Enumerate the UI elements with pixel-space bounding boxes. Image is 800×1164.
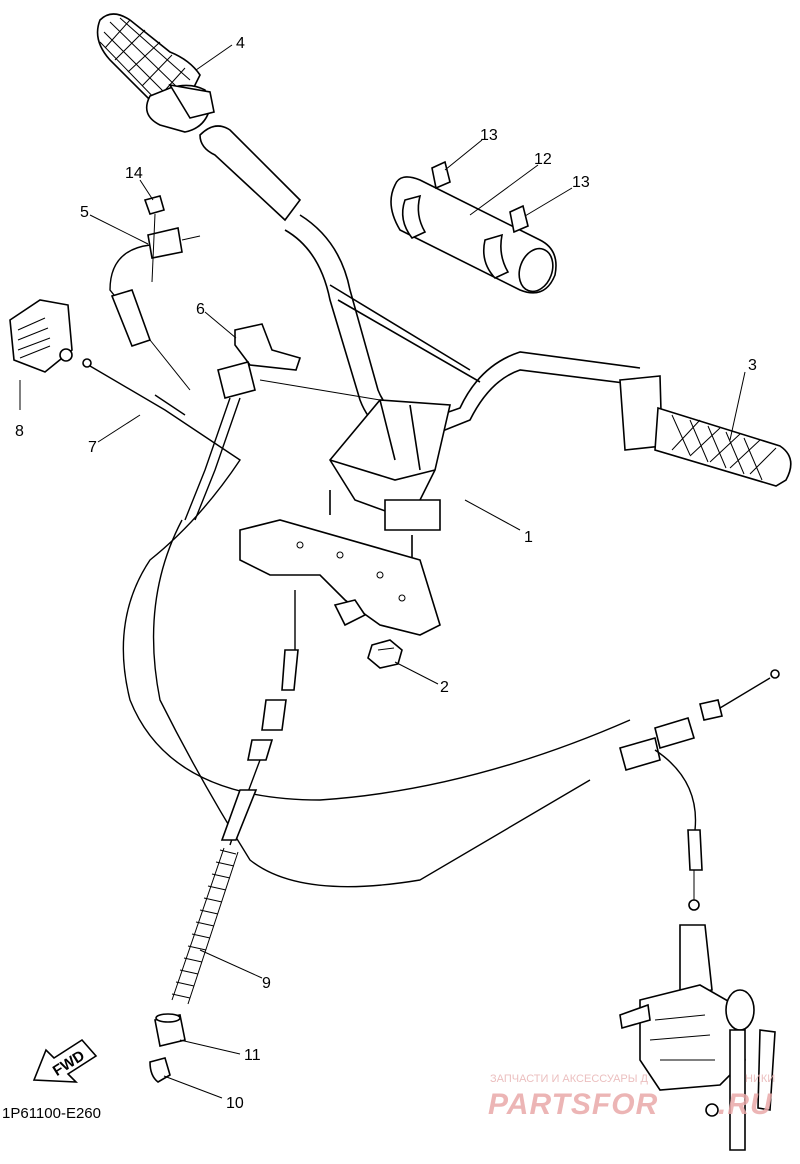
nut-part (367, 639, 403, 669)
callout-13a: 13 (480, 127, 498, 144)
callout-10: 10 (226, 1095, 244, 1112)
callout-4: 4 (236, 35, 245, 52)
callout-13b: 13 (572, 174, 590, 191)
callout-1: 1 (524, 529, 533, 546)
diagram-code: 1P61100-E260 (2, 1105, 101, 1122)
brake-cable-part (109, 195, 201, 391)
callout-8: 8 (15, 423, 24, 440)
throttle-housing-part (152, 323, 591, 888)
watermark-brand: PARTSFOR (488, 1088, 658, 1121)
spring-part (171, 847, 239, 1005)
handlebar-pad-part (390, 160, 557, 294)
watermark-brand-suffix: .RU (718, 1088, 773, 1121)
callout-2: 2 (440, 679, 449, 696)
callout-labels: 4 3 1 2 5 6 7 8 9 10 11 12 13 13 14 (15, 35, 757, 1112)
callout-14: 14 (125, 165, 143, 182)
right-cable-part (619, 669, 780, 911)
throttle-grip-part (96, 13, 302, 222)
handlebar-part (284, 214, 792, 487)
collar-part (154, 1013, 186, 1047)
fwd-arrow: FWD (32, 1038, 98, 1083)
leader-lines (19, 44, 746, 1099)
watermark: ЗАПЧАСТИ И АКСЕССУАРЫ Д НИКИ PARTSFOR .R… (488, 1073, 775, 1121)
upper-bracket-part (239, 519, 441, 636)
carb-cable-part (220, 590, 299, 846)
callout-12: 12 (534, 151, 552, 168)
callout-5: 5 (80, 204, 89, 221)
callout-3: 3 (748, 357, 757, 374)
clutch-cable-part (82, 358, 631, 801)
watermark-tagline-suffix: НИКИ (745, 1073, 775, 1085)
carburetor-part (619, 924, 776, 1151)
callout-6: 6 (196, 301, 205, 318)
callout-9: 9 (262, 975, 271, 992)
lever-holder-part (9, 299, 73, 373)
clip-part (149, 1057, 171, 1083)
callout-11: 11 (244, 1047, 261, 1064)
watermark-tagline: ЗАПЧАСТИ И АКСЕССУАРЫ Д (490, 1073, 649, 1085)
callout-7: 7 (88, 439, 97, 456)
